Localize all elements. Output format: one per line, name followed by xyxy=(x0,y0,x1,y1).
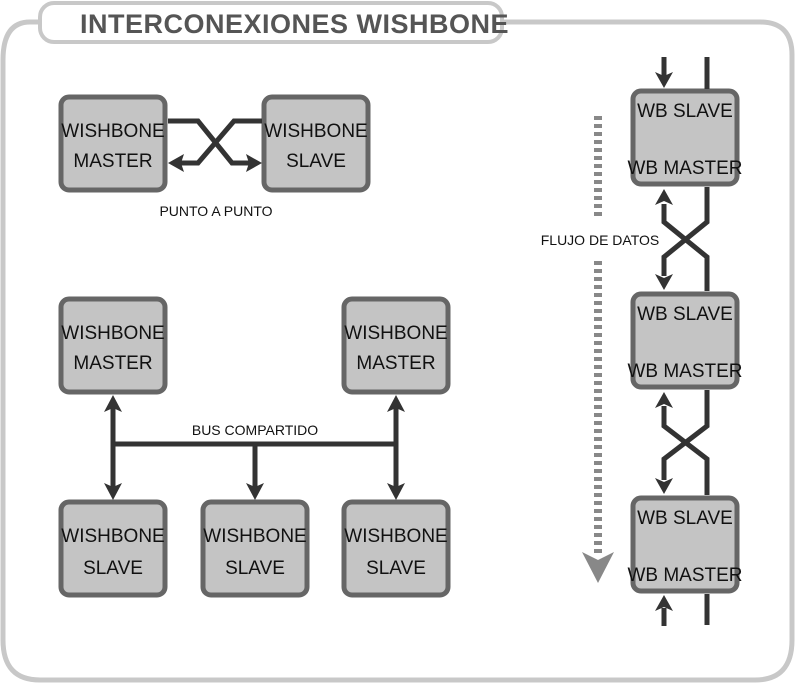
p2p-master-box xyxy=(58,94,168,193)
bus-arrow-down-right xyxy=(387,483,405,500)
bus-slave-1-line1: WISHBONE xyxy=(61,526,164,547)
pipe-cross-1-b xyxy=(661,187,710,276)
pipeline-stage-box-2 xyxy=(630,291,740,390)
bus-arrow-up-left xyxy=(104,395,122,412)
bus-master-1-line1: WISHBONE xyxy=(61,323,164,344)
stage-1-bottom: WB MASTER xyxy=(627,158,742,179)
bus-slave-2-line2: SLAVE xyxy=(225,558,285,579)
bus-master-1-line2: MASTER xyxy=(73,353,152,374)
bus-arrow-up-right xyxy=(387,395,405,412)
stage-3-top: WB SLAVE xyxy=(637,508,733,529)
pipe-bottom-in-arrow xyxy=(655,595,673,611)
stage-3-bottom: WB MASTER xyxy=(627,565,742,586)
pipe-top-in-arrow xyxy=(655,72,673,88)
title-box xyxy=(38,1,504,44)
bus-master-2-line2: MASTER xyxy=(356,353,435,374)
p2p-slave-box xyxy=(261,94,371,193)
bus-slave-3-line1: WISHBONE xyxy=(344,526,447,547)
page-title: INTERCONEXIONES WISHBONE xyxy=(80,9,509,39)
bus-master-box-1 xyxy=(58,296,168,395)
bus-slave-box-2 xyxy=(200,499,310,598)
pipe-cross-2-arrow-down xyxy=(655,478,673,494)
pipeline-stage-box-3 xyxy=(630,495,740,594)
flow-label: FLUJO DE DATOS xyxy=(541,232,660,248)
bus-arrow-down-left xyxy=(104,483,122,500)
pipe-cross-2-b xyxy=(661,390,710,480)
p2p-slave-line1: WISHBONE xyxy=(264,121,367,142)
pipe-cross-1-arrow-down xyxy=(655,274,673,290)
p2p-slave-line2: SLAVE xyxy=(286,151,346,172)
pipe-cross-2-arrow-up xyxy=(655,392,673,408)
stage-2-top: WB SLAVE xyxy=(637,304,733,325)
p2p-crossed-line-b xyxy=(180,118,262,166)
pipe-cross-1-arrow-up xyxy=(655,189,673,205)
bus-slave-2-line1: WISHBONE xyxy=(203,526,306,547)
p2p-label: PUNTO A PUNTO xyxy=(159,203,272,219)
p2p-master-line2: MASTER xyxy=(73,151,152,172)
bus-slave-box-1 xyxy=(58,499,168,598)
p2p-master-line1: WISHBONE xyxy=(61,121,164,142)
stage-2-bottom: WB MASTER xyxy=(627,361,742,382)
bus-slave-1-line2: SLAVE xyxy=(83,558,143,579)
p2p-arrowhead-left xyxy=(168,154,184,172)
bus-label: BUS COMPARTIDO xyxy=(192,422,318,438)
outer-frame xyxy=(0,19,795,683)
pipeline-stage-box-1 xyxy=(630,88,740,187)
bus-slave-3-line2: SLAVE xyxy=(366,558,426,579)
bus-slave-box-3 xyxy=(341,499,451,598)
bus-arrow-down-mid xyxy=(246,483,264,500)
stage-1-top: WB SLAVE xyxy=(637,101,733,122)
bus-master-box-2 xyxy=(341,296,451,395)
flow-arrowhead xyxy=(582,552,614,583)
bus-master-2-line1: WISHBONE xyxy=(344,323,447,344)
p2p-arrowhead-right xyxy=(246,154,262,172)
